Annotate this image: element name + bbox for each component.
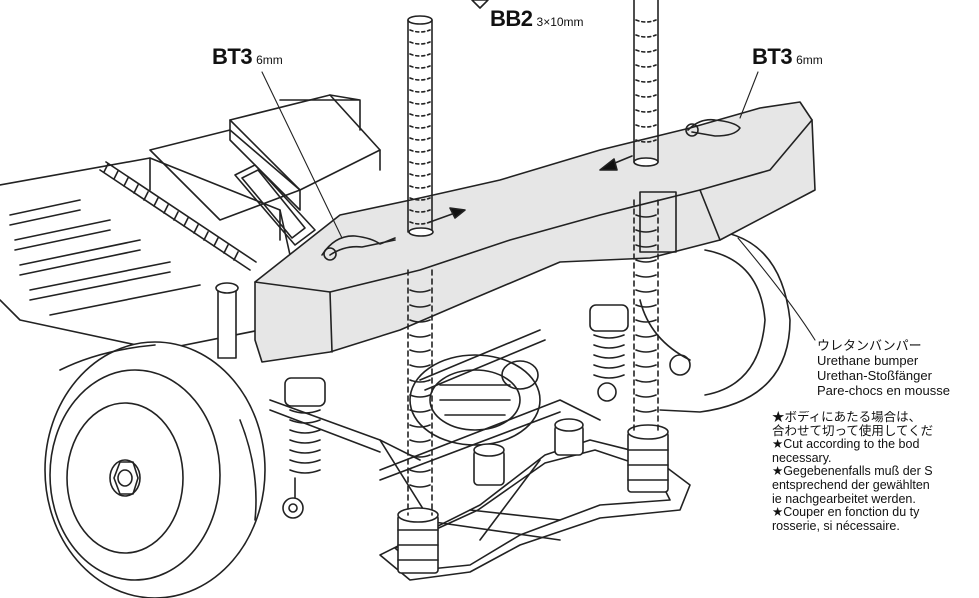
bumper-name-ja: ウレタンバンパー [817, 338, 922, 353]
note-line: entsprechend der gewählten [772, 477, 930, 492]
skid-plate [379, 418, 691, 581]
bumper-screw-left [407, 15, 434, 516]
part-size: 6mm [796, 53, 823, 67]
insert-arrow-left [429, 207, 466, 223]
note-line: ★Cut according to the bod [772, 437, 920, 452]
part-code: BT3 [212, 44, 253, 69]
note-line: necessary. [772, 450, 832, 465]
front-post-left [215, 282, 239, 359]
part-code: BT3 [752, 44, 793, 69]
note-line: ★Gegebenenfalls muß der S [772, 464, 933, 479]
bumper-caption: ウレタンバンパー Urethane bumper Urethan-Stoßfän… [817, 338, 950, 398]
body-clip-left [321, 235, 396, 261]
bumper-screw-right [633, 0, 677, 433]
post-collar-left [397, 507, 439, 574]
cut-instructions: ★ボディにあたる場合は、 合わせて切って使用してくだ ★Cut accordin… [772, 411, 979, 533]
gear-rack [99, 161, 257, 271]
front-wheel [44, 341, 266, 598]
gearbox [409, 354, 541, 446]
note-line: ★ボディにあたる場合は、 [772, 411, 922, 424]
body-clip-right [685, 118, 741, 137]
upper-deck [149, 94, 381, 246]
note-line: ie nachgearbeitet werden. [772, 491, 916, 506]
shock-absorber-left [282, 377, 326, 519]
part-size: 6mm [256, 53, 283, 67]
insert-arrow-right [599, 155, 633, 171]
post-collar-right [627, 424, 669, 493]
part-size: 3×10mm [536, 15, 584, 29]
bumper-name-fr: Pare-chocs en mousse [817, 383, 950, 398]
bumper-name-en: Urethane bumper [817, 353, 919, 368]
leader-lines [261, 71, 816, 341]
bumper-name-de: Urethan-Stoßfänger [817, 368, 932, 383]
note-line: ★Couper en fonction du ty [772, 505, 920, 520]
note-line: 合わせて切って使用してくだ [772, 423, 934, 438]
urethane-bumper [254, 101, 816, 363]
part-code: BB2 [490, 6, 533, 31]
note-line: rosserie, si nécessaire. [772, 518, 900, 533]
rear-wheel [639, 229, 791, 413]
bb2-screw-icon [471, 0, 489, 9]
shock-absorber-right [589, 304, 629, 402]
